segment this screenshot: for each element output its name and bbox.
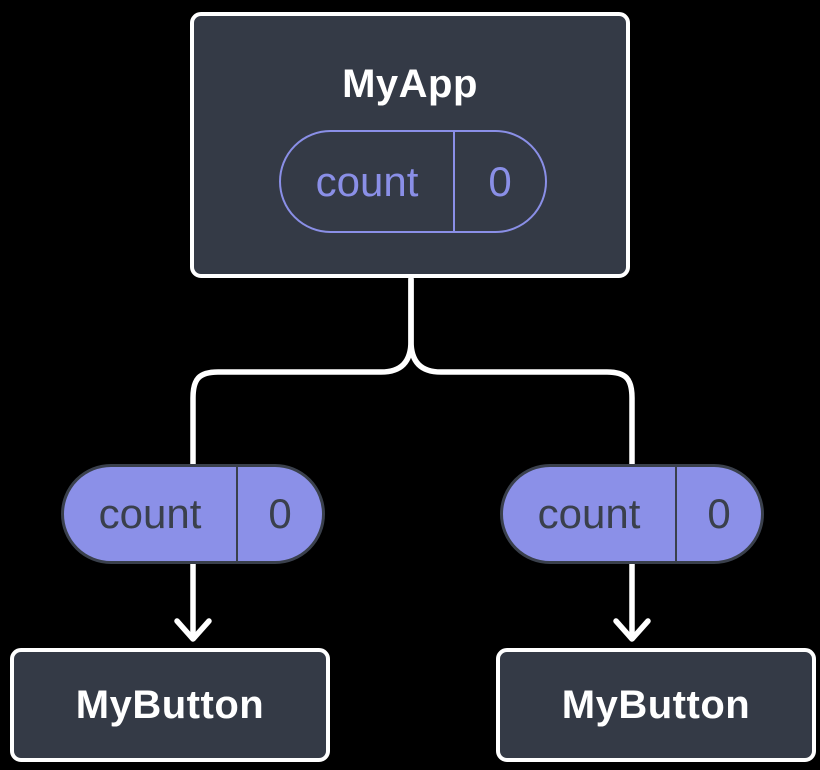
root-component-title: MyApp: [342, 62, 478, 106]
prop-pill-value: 0: [707, 490, 731, 537]
state-pill-value: 0: [488, 157, 512, 205]
child-component-title: MyButton: [75, 682, 265, 727]
child-component-node-left: MyButton: [10, 648, 330, 762]
prop-pill-name: count: [537, 490, 641, 537]
prop-pill-right: count 0: [500, 464, 764, 564]
arrowhead-down-right-icon: [613, 618, 651, 642]
root-component-node: MyApp count 0: [190, 12, 630, 278]
child-component-node-right: MyButton: [496, 648, 816, 762]
prop-pill-value: 0: [268, 490, 292, 537]
branch-line-right: [408, 276, 635, 637]
prop-pill-name: count: [98, 490, 202, 537]
pill-divider: [675, 467, 677, 561]
arrowhead-down-left-icon: [174, 618, 212, 642]
state-pill-name: count: [315, 157, 419, 205]
pill-divider: [236, 467, 238, 561]
branch-line-left: [190, 276, 414, 637]
pill-divider: [453, 132, 455, 231]
state-pill: count 0: [279, 130, 547, 233]
prop-pill-left: count 0: [61, 464, 325, 564]
child-component-title: MyButton: [561, 682, 751, 727]
